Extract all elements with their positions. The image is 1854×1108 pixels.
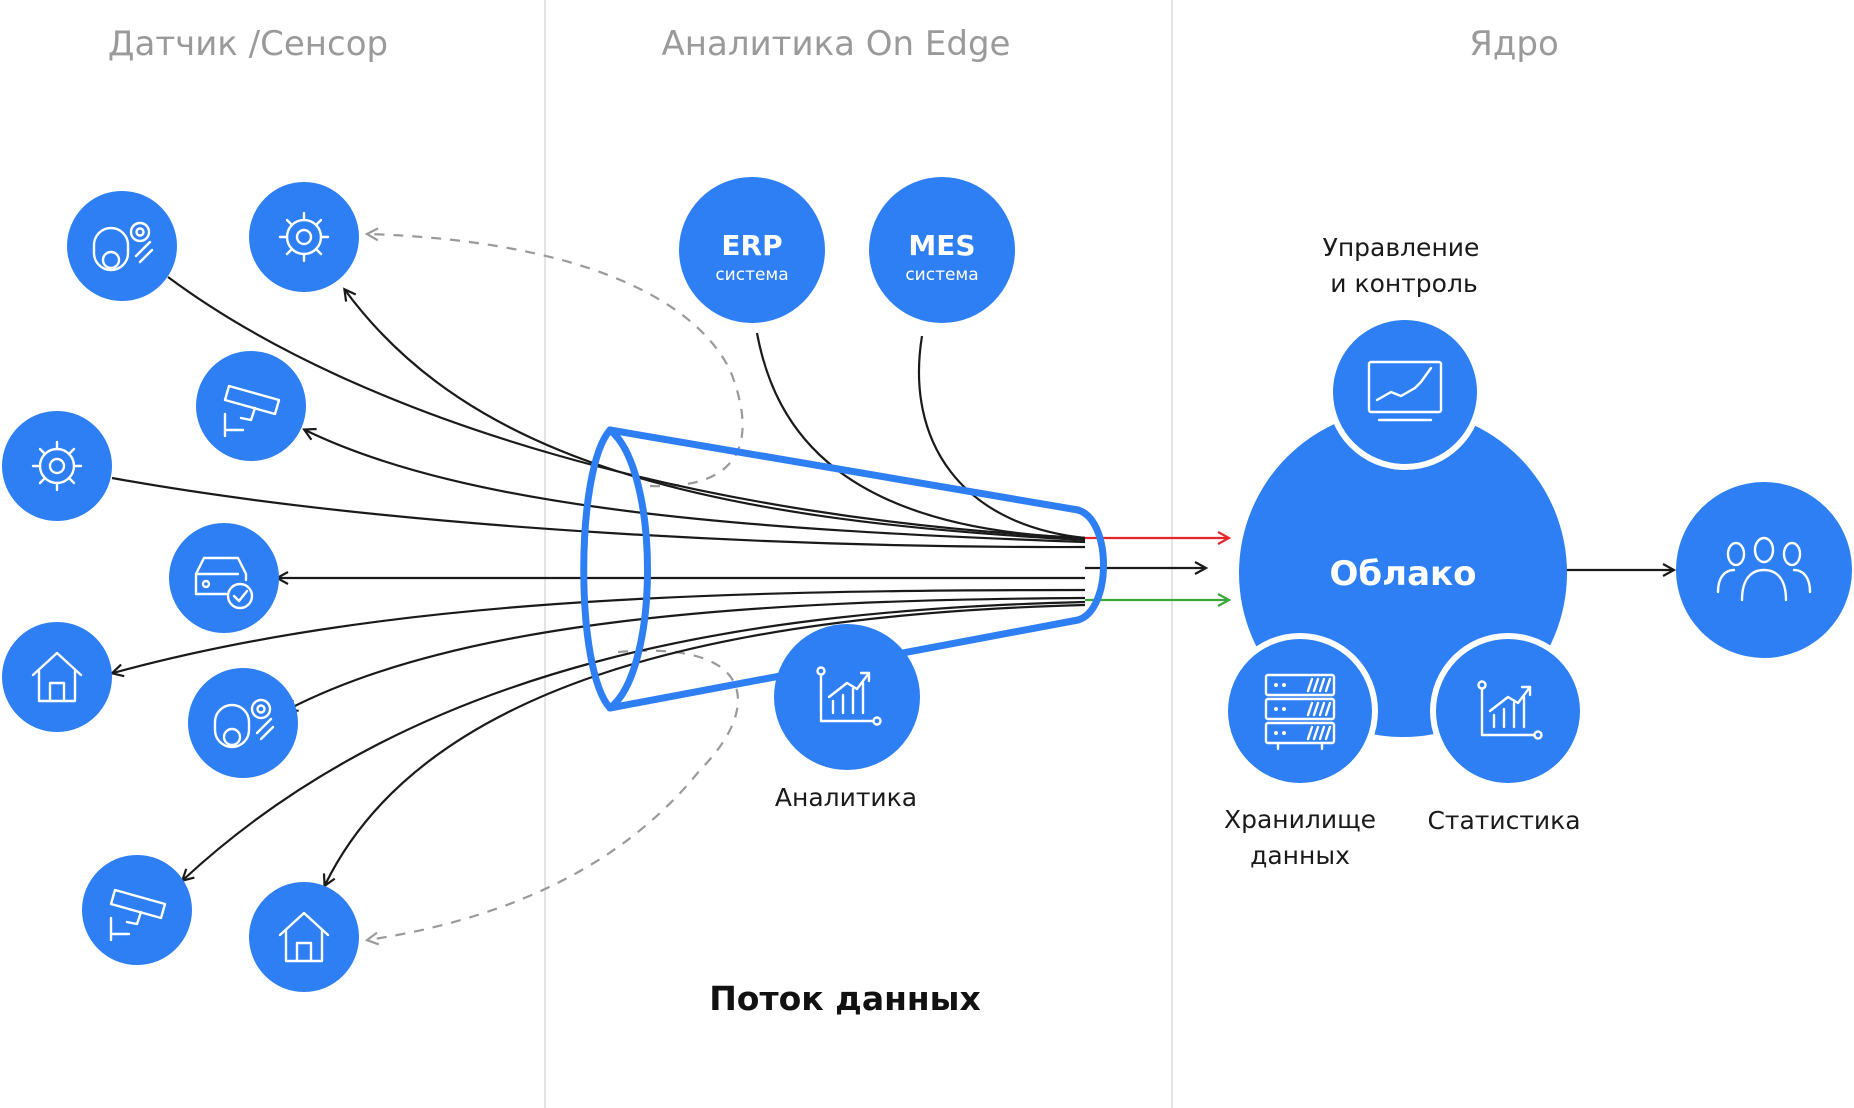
erp-flow-line: [755, 332, 1086, 540]
house-icon: [31, 651, 83, 703]
section-title-sensor: Датчик /Сенсор: [108, 24, 388, 64]
edge-analytics-label: Аналитика: [775, 783, 917, 812]
flow-line-to-camera-top: [305, 430, 1086, 544]
erp-system-node[interactable]: ERP система: [679, 177, 825, 323]
sensor-node-conveyor-top[interactable]: [67, 191, 177, 301]
users-group-icon: [1716, 536, 1812, 602]
flow-line-to-conveyor-bottom: [287, 596, 1086, 710]
sensor-node-gear-mid[interactable]: [2, 411, 112, 521]
sensor-node-house-left[interactable]: [2, 622, 112, 732]
cloud-label: Облако: [1330, 554, 1477, 594]
flow-line-gear-mid: [111, 476, 1086, 549]
dashed-return-top: [368, 234, 744, 488]
car-check-icon: [194, 556, 254, 610]
users-node[interactable]: [1676, 482, 1852, 658]
sensor-node-conveyor-bottom[interactable]: [188, 668, 298, 778]
storage-label-line2: данных: [1250, 841, 1350, 870]
erp-title: ERP: [721, 229, 782, 262]
erp-subtitle: система: [715, 265, 788, 285]
section-title-edge: Аналитика On Edge: [662, 24, 1011, 64]
mes-flow-line: [917, 335, 1086, 540]
storage-node[interactable]: [1222, 633, 1378, 789]
sensor-node-house-bottom[interactable]: [249, 882, 359, 992]
monitor-trend-icon: [1367, 360, 1443, 422]
cctv-camera-icon: [109, 888, 167, 942]
statistics-chart-icon: [1477, 680, 1543, 740]
statistics-label: Статистика: [1427, 806, 1580, 835]
conveyor-gear-icon: [92, 221, 154, 272]
analytics-chart-icon: [816, 666, 882, 726]
sensor-node-camera-top[interactable]: [196, 351, 306, 461]
flow-line-conveyor-top: [167, 276, 1086, 540]
management-label-line1: Управление: [1323, 233, 1480, 262]
statistics-node[interactable]: [1430, 633, 1586, 789]
cctv-camera-icon: [223, 384, 281, 438]
mes-subtitle: система: [905, 265, 978, 285]
server-storage-icon: [1264, 673, 1336, 751]
management-node[interactable]: [1327, 314, 1483, 470]
dashed-return-bottom: [368, 649, 740, 940]
flow-line-to-house-left: [113, 588, 1086, 673]
sensor-node-gear-top[interactable]: [249, 182, 359, 292]
flow-line-to-house-bottom: [325, 603, 1086, 885]
gear-icon: [278, 211, 330, 263]
section-title-core: Ядро: [1469, 24, 1559, 64]
storage-label-line1: Хранилище: [1224, 805, 1376, 834]
sensor-node-camera-bottom[interactable]: [82, 855, 192, 965]
management-label-line2: и контроль: [1330, 269, 1477, 298]
mes-system-node[interactable]: MES система: [869, 177, 1015, 323]
house-icon: [278, 911, 330, 963]
mes-title: MES: [908, 229, 975, 262]
data-flow-label: Поток данных: [709, 979, 981, 1018]
conveyor-gear-icon: [213, 698, 275, 749]
edge-analytics-node[interactable]: [774, 624, 920, 770]
gear-icon: [31, 440, 83, 492]
flow-line-to-gear-top: [345, 290, 1086, 542]
sensor-node-car[interactable]: [169, 523, 279, 633]
flow-line-to-camera-bottom: [183, 600, 1086, 880]
